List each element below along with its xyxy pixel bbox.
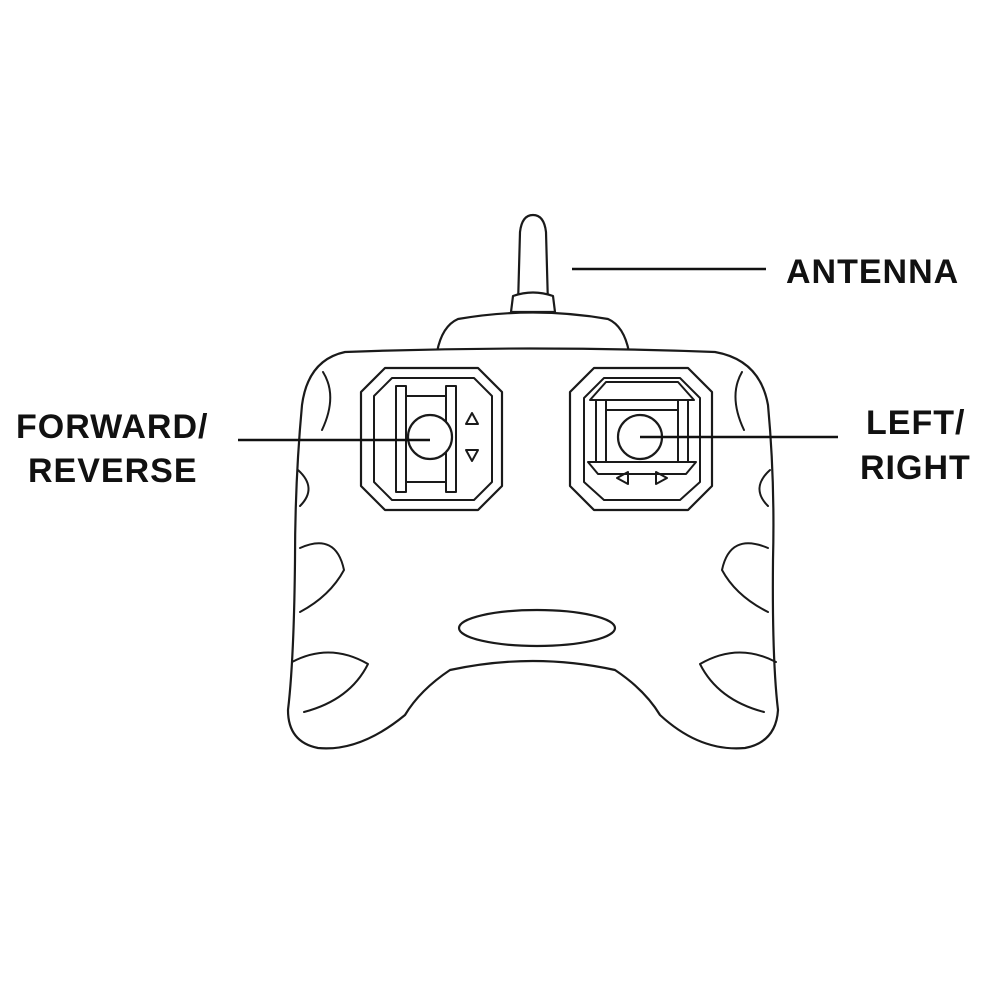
forward-reverse-label-line2: REVERSE — [28, 452, 198, 490]
left-joystick-stick[interactable] — [406, 413, 454, 461]
right-joystick-inner-frame — [583, 377, 701, 501]
forward-reverse-label-line1: FORWARD/ — [16, 408, 208, 446]
left-grip-contour-mid — [297, 469, 310, 507]
right-joystick-bottom-bar — [587, 461, 697, 475]
left-grip-contour-top — [321, 371, 332, 431]
left-right-label-line1: LEFT/ — [866, 404, 965, 442]
right-arrow-icon — [655, 471, 668, 485]
up-arrow-icon — [465, 412, 479, 425]
left-arrow-icon — [616, 471, 629, 485]
left-right-label-line2: RIGHT — [860, 449, 971, 487]
left-grip-contour-lower — [291, 651, 369, 713]
left-joystick-inner-frame — [373, 377, 493, 501]
right-grip-contour-top — [734, 371, 745, 431]
right-grip-contour-lower — [699, 651, 777, 713]
antenna-base — [435, 311, 631, 354]
left-right-joystick[interactable] — [568, 366, 714, 512]
right-joystick-top-bar — [589, 381, 695, 401]
down-arrow-icon — [465, 449, 479, 462]
antenna-label: ANTENNA — [786, 253, 959, 291]
right-grip-contour-upper — [721, 542, 769, 613]
right-grip-contour-mid — [758, 469, 771, 507]
antenna-rod — [516, 213, 550, 307]
center-oval-slot — [457, 608, 617, 648]
forward-reverse-joystick[interactable] — [359, 366, 504, 512]
left-grip-contour-upper — [299, 542, 345, 613]
antenna — [435, 213, 631, 354]
antenna-collar — [509, 291, 557, 314]
